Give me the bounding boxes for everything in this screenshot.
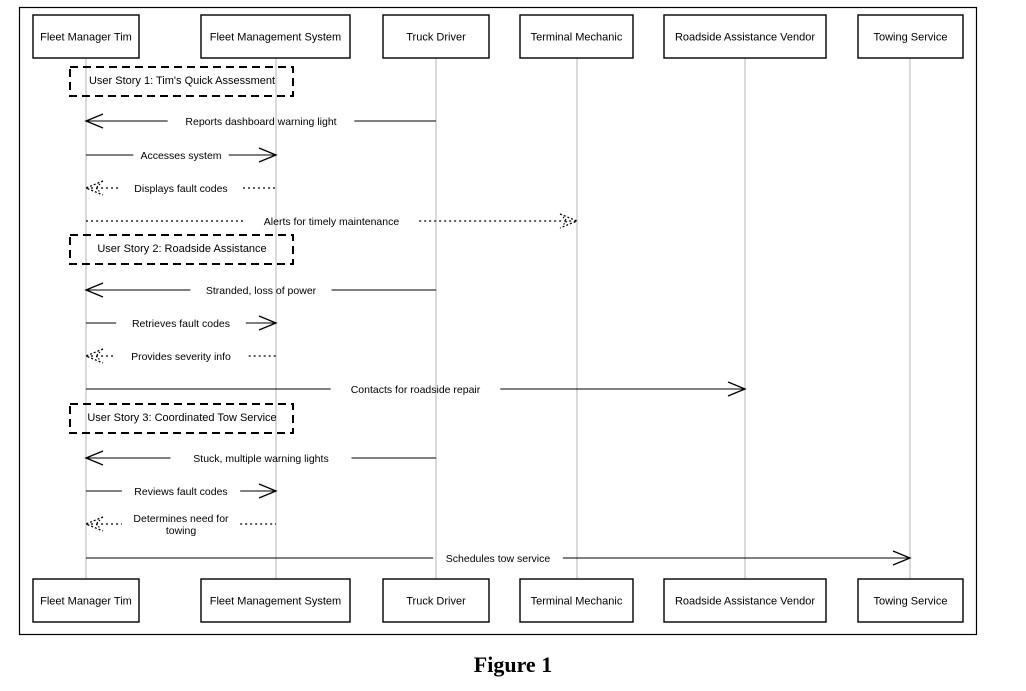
- message-label: Alerts for timely maintenance: [264, 216, 400, 228]
- participant-label: Truck Driver: [406, 596, 466, 608]
- participant-top-6: Towing Service: [857, 14, 964, 59]
- group-label: User Story 1: Tim's Quick Assessment: [89, 75, 275, 87]
- message-3: Displays fault codes: [84, 180, 276, 196]
- message-6: Retrieves fault codes: [86, 315, 278, 331]
- participant-top-2: Fleet Management System: [200, 14, 351, 59]
- participant-top-1: Fleet Manager Tim: [32, 14, 140, 59]
- message-label: Provides severity info: [131, 351, 231, 363]
- message-8: Contacts for roadside repair: [86, 381, 747, 397]
- participant-box: [200, 578, 351, 623]
- participant-label: Towing Service: [874, 596, 948, 608]
- open-arrowhead-inner: [95, 519, 101, 529]
- message-label: Retrieves fault codes: [132, 318, 230, 330]
- message-12: Schedules tow service: [86, 550, 912, 566]
- participant-label: Fleet Management System: [210, 596, 341, 608]
- participant-box: [32, 578, 140, 623]
- participant-label: Terminal Mechanic: [531, 596, 623, 608]
- message-10: Reviews fault codes: [86, 483, 278, 499]
- participant-bottom-1: Fleet Manager Tim: [32, 578, 140, 623]
- participant-bottom-2: Fleet Management System: [200, 578, 351, 623]
- participant-bottom-5: Roadside Assistance Vendor: [663, 578, 827, 623]
- message-label: Displays fault codes: [134, 183, 227, 195]
- user-story-group-1: User Story 1: Tim's Quick Assessment: [69, 66, 294, 97]
- participant-box: [519, 578, 634, 623]
- group-label: User Story 2: Roadside Assistance: [97, 243, 266, 255]
- participant-box: [382, 14, 490, 59]
- participant-bottom-4: Terminal Mechanic: [519, 578, 634, 623]
- open-arrowhead: [258, 483, 278, 499]
- participant-box: [857, 14, 964, 59]
- group-label: User Story 3: Coordinated Tow Service: [87, 412, 276, 424]
- open-arrowhead-inner: [562, 216, 568, 226]
- message-label: Stuck, multiple warning lights: [193, 453, 328, 465]
- group-dashed-box: [69, 234, 294, 265]
- diagram-frame: [18, 6, 978, 636]
- participant-label: Terminal Mechanic: [531, 32, 623, 44]
- open-arrowhead-inner: [95, 351, 101, 361]
- figure-caption: Figure 1: [473, 652, 553, 677]
- participant-box: [382, 578, 490, 623]
- message-4: Alerts for timely maintenance: [86, 213, 579, 229]
- participant-box: [857, 578, 964, 623]
- participant-label: Fleet Manager Tim: [40, 32, 132, 44]
- group-dashed-box: [69, 403, 294, 434]
- message-5: Stranded, loss of power: [84, 282, 436, 298]
- message-label: Stranded, loss of power: [206, 285, 317, 297]
- participant-bottom-3: Truck Driver: [382, 578, 490, 623]
- message-label: towing: [166, 525, 197, 537]
- participant-label: Roadside Assistance Vendor: [675, 596, 815, 608]
- participant-label: Fleet Management System: [210, 32, 341, 44]
- user-story-group-3: User Story 3: Coordinated Tow Service: [69, 403, 294, 434]
- participant-bottom-6: Towing Service: [857, 578, 964, 623]
- message-label: Schedules tow service: [446, 553, 551, 565]
- message-9: Stuck, multiple warning lights: [84, 450, 436, 466]
- participant-label: Towing Service: [874, 32, 948, 44]
- message-label: Reviews fault codes: [134, 486, 227, 498]
- participant-label: Fleet Manager Tim: [40, 596, 132, 608]
- message-1: Reports dashboard warning light: [84, 113, 436, 129]
- participant-top-5: Roadside Assistance Vendor: [663, 14, 827, 59]
- open-arrowhead: [892, 550, 912, 566]
- message-2: Accesses system: [86, 147, 278, 163]
- participant-box: [663, 578, 827, 623]
- group-dashed-box: [69, 66, 294, 97]
- participant-label: Truck Driver: [406, 32, 466, 44]
- participant-top-3: Truck Driver: [382, 14, 490, 59]
- message-label: Determines need for: [133, 513, 229, 525]
- message-label: Reports dashboard warning light: [185, 116, 336, 128]
- open-arrowhead: [258, 147, 278, 163]
- participant-box: [200, 14, 351, 59]
- message-label: Contacts for roadside repair: [351, 384, 481, 396]
- open-arrowhead: [84, 450, 104, 466]
- participant-top-4: Terminal Mechanic: [519, 14, 634, 59]
- participant-box: [32, 14, 140, 59]
- open-arrowhead: [727, 381, 747, 397]
- open-arrowhead-inner: [95, 183, 101, 193]
- participant-box: [663, 14, 827, 59]
- participant-box: [519, 14, 634, 59]
- participant-label: Roadside Assistance Vendor: [675, 32, 815, 44]
- user-story-group-2: User Story 2: Roadside Assistance: [69, 234, 294, 265]
- open-arrowhead: [84, 113, 104, 129]
- message-7: Provides severity info: [84, 348, 276, 364]
- message-label: Accesses system: [140, 150, 221, 162]
- open-arrowhead: [258, 315, 278, 331]
- open-arrowhead: [84, 282, 104, 298]
